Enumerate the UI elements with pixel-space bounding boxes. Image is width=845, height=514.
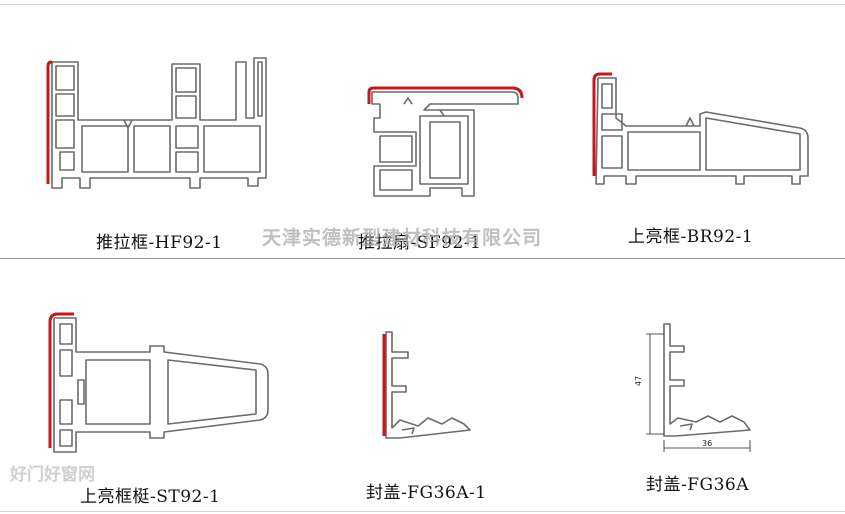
- profile-sf92-1-drawing: [367, 86, 524, 197]
- caption-fg36a-1: 封盖-FG36A-1: [366, 483, 487, 503]
- dimension-height-label: 47: [634, 376, 643, 386]
- caption-sf92-1: 推拉扇-SF92-1: [358, 233, 482, 253]
- bottom-border: [0, 511, 845, 512]
- profile-hf92-1-drawing: [46, 57, 267, 189]
- caption-fg36a: 封盖-FG36A: [646, 475, 750, 495]
- company-watermark: 天津实德新型建材科技有限公司: [262, 227, 543, 249]
- caption-st92-1: 上亮框梃-ST92-1: [80, 487, 221, 507]
- top-border: [0, 4, 845, 5]
- caption-hf92-1: 推拉框-HF92-1: [96, 233, 223, 253]
- dimension-width-label: 36: [702, 439, 712, 448]
- profile-st92-1-drawing: [48, 312, 269, 453]
- site-watermark: 好门好窗网: [10, 465, 95, 485]
- row-divider: [0, 258, 845, 259]
- profile-br92-1-drawing: [592, 72, 809, 185]
- caption-br92-1: 上亮框-BR92-1: [628, 227, 754, 247]
- profile-fg36a-drawing: [646, 323, 751, 452]
- profile-fg36a-1-drawing: [382, 331, 471, 439]
